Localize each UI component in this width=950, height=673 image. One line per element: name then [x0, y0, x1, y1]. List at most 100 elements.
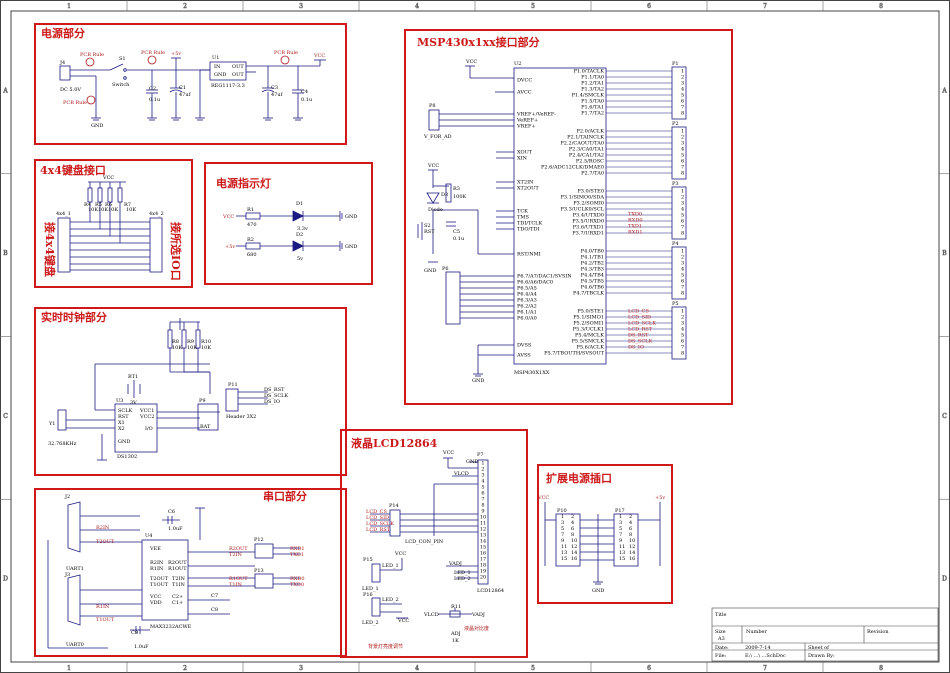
d3-diode: Diode	[428, 207, 443, 213]
mcu-header-pin-number: 1	[681, 69, 684, 75]
lcd-conn: LCD_CON_PIN	[405, 539, 444, 545]
r6-ref: R6	[105, 202, 112, 208]
mcu-left-pin: AVCC	[516, 90, 532, 96]
mcu-port-pin: P1.7/TA2	[581, 111, 604, 117]
mcu-port-pin: P5.4/MCLK	[575, 333, 604, 339]
mcu-header-pin-number: 4	[681, 267, 684, 273]
p16-ref: P16	[363, 592, 373, 598]
frame-col-bottom: 5	[531, 665, 535, 672]
mcu-gnd-bottom: GND	[472, 378, 484, 384]
r4-val: 10K	[88, 207, 98, 213]
expand-pin-number: 5	[561, 526, 564, 532]
mcu-header-pin-number: 7	[681, 345, 684, 351]
lcd-pin-number: 16	[480, 551, 486, 557]
u4-t1in: T1IN	[172, 582, 185, 588]
adj-val: 1K	[452, 638, 459, 644]
s2-rst: RST	[424, 229, 435, 235]
expand-pin-number: 8	[571, 532, 574, 538]
c1-ref: C1	[179, 85, 186, 91]
net-r2out: R2OUT	[229, 546, 248, 552]
rtc-block-title: 实时时钟部分	[41, 310, 107, 324]
expand-pin-number: 2	[571, 514, 574, 520]
bat-label: BAT	[200, 424, 211, 430]
mcu-header-pin-number: 6	[681, 219, 684, 225]
lcd-pin-number: 12	[480, 527, 486, 533]
mcu-port-pin: P2.0/ACLK	[577, 129, 605, 135]
frame-col-top: 1	[67, 3, 71, 10]
u1-in: IN	[214, 64, 221, 70]
net-rxd0: RXD0	[290, 576, 305, 582]
mcu-left-pin: TMS	[517, 215, 529, 221]
led-block-title: 电源指示灯	[216, 176, 271, 190]
led2-label: LED_2	[382, 597, 399, 603]
mcu-port-pin: P5.6/ACLK	[577, 345, 605, 351]
p13-ref: P13	[254, 568, 264, 574]
ds-rst: DS_RST	[264, 387, 285, 393]
dc-label: DC 5.0V	[60, 87, 81, 93]
lcd-note: 背景灯亮度调节	[368, 643, 403, 650]
mcu-p6-pin: P6.1/A1	[517, 310, 537, 316]
mcu-left-pin: TDO/TDI	[517, 227, 539, 233]
mcu-net-label: DS_RST	[628, 333, 649, 339]
mcu-port-pin: P4.4/TB4	[581, 273, 604, 279]
mcu-port-pin: P5.5/SMCLK	[572, 339, 605, 345]
u4-t2out: T2OUT	[150, 576, 169, 582]
y1-val: 32.768KHz	[48, 441, 77, 447]
p15-vcc: VCC	[394, 551, 406, 557]
lcd-vcc: VCC	[442, 450, 454, 456]
frame-row-left: C	[3, 413, 8, 420]
mcu-port-pin: P4.6/TB6	[581, 285, 604, 291]
mcu-port-pin: P4.2/TB2	[581, 261, 604, 267]
frame-row-left: D	[3, 576, 8, 583]
frame-col-bottom: 1	[67, 665, 71, 672]
mcu-left-pin: XIN	[517, 156, 528, 162]
mcu-port-pin: P1.3/TA2	[581, 87, 604, 93]
mcu-p6-pin: P6.0/A0	[517, 316, 537, 322]
r10-ref: R10	[201, 339, 211, 345]
mcu-port-pin: P3.7/URXD1	[572, 231, 604, 237]
mcu-port-pin: P1.0/TACLK	[573, 69, 604, 75]
mcu-vcc: VCC	[465, 59, 477, 65]
p6-ref: P6	[442, 266, 449, 272]
c9-ref: C9	[131, 630, 138, 636]
mcu-port-pin: P3.1/SIMO0/SDA	[560, 195, 604, 201]
frame-col-top: 8	[879, 3, 883, 10]
mcu-header-pin-number: 1	[681, 249, 684, 255]
mcu-left-pin: DVSS	[517, 343, 532, 349]
lcd-pin-number: 5	[481, 485, 484, 491]
mcu-port-header-ref: P2	[672, 121, 679, 127]
mcu-p6-pin: P6.2/A2	[517, 304, 537, 310]
expand-pin-number: 14	[629, 550, 635, 556]
lcd-led1-net: LED_1	[454, 570, 471, 576]
mcu-net-label: LCD_CS	[628, 309, 649, 315]
expand-pin-number: 1	[619, 514, 622, 520]
mcu-header-pin-number: 3	[681, 201, 684, 207]
mcu-net-label: DS_SCLK	[628, 339, 653, 345]
c4-val: 0.1u	[301, 97, 313, 103]
frame-col-bottom: 7	[763, 665, 767, 672]
expand-pin-number: 13	[619, 550, 625, 556]
mcu-net-label: RXD0	[628, 218, 643, 224]
tb-date-value: 2009-7-14	[745, 645, 771, 651]
mcu-port-pin: P1.6/TA1	[581, 105, 604, 111]
r10-val: 10K	[201, 345, 211, 351]
c8-ref: C8	[211, 607, 218, 613]
mcu-p6-pin: P6.6/A6/DAC0	[517, 280, 553, 286]
mcu-port-pin: P5.7/TBOUTH/SVSOUT	[544, 351, 605, 357]
r3-ref: R3	[453, 186, 460, 192]
power-block	[34, 23, 347, 145]
u3-part: DS1302	[117, 454, 137, 460]
mcu-port-pin: P3.6/UTXD1	[573, 225, 604, 231]
mcu-left-pin: TDI/TCLK	[517, 221, 542, 227]
tb-file: File:	[715, 653, 727, 659]
p17-ref: P17	[615, 508, 625, 514]
frame-row-right: B	[942, 250, 947, 257]
expand-pin-number: 4	[629, 520, 632, 526]
mcu-port-pin: P1.1/TA0	[581, 75, 604, 81]
mcu-header-pin-number: 6	[681, 339, 684, 345]
mcu-header-pin-number: 7	[681, 285, 684, 291]
rtc-block	[34, 307, 347, 476]
mcu-header-pin-number: 5	[681, 153, 684, 159]
mcu-net-label: LCD_SCLK	[628, 321, 656, 327]
